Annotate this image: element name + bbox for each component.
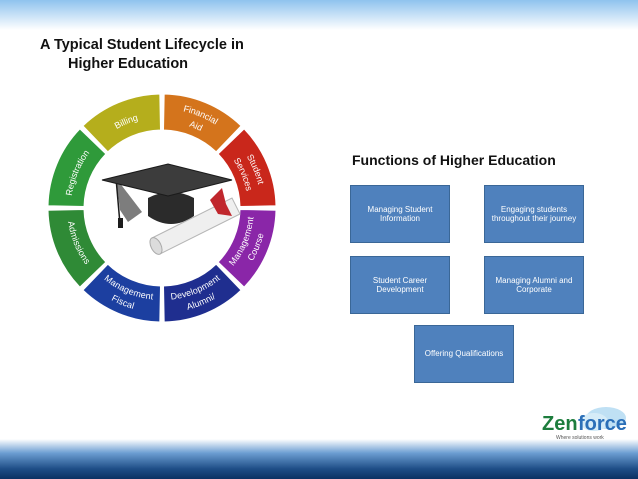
svg-text:Zen: Zen <box>542 413 578 435</box>
top-gradient-band <box>0 0 638 30</box>
svg-text:force: force <box>578 413 627 435</box>
lifecycle-segment-label: Aid <box>188 119 204 133</box>
zenforce-logo: Zen force Where solutions work <box>542 407 627 441</box>
function-box-label: Student Career Development <box>372 275 428 295</box>
lifecycle-segment <box>162 263 242 323</box>
function-box-label: Engaging students throughout their journ… <box>491 204 577 224</box>
function-box-managing-alumni-and-corporate: Managing Alumni and Corporate <box>484 256 584 314</box>
svg-text:Where solutions work: Where solutions work <box>556 435 604 441</box>
lifecycle-segment <box>82 263 162 323</box>
bottom-gradient-band <box>0 439 638 479</box>
function-box-label: Offering Qualifications <box>424 349 504 359</box>
function-box-offering-qualifications: Offering Qualifications <box>414 325 514 383</box>
lifecycle-segment <box>47 128 107 208</box>
lifecycle-segment <box>47 208 107 288</box>
function-box-student-career-development: Student Career Development <box>350 256 450 314</box>
functions-title: Functions of Higher Education <box>352 152 556 168</box>
lifecycle-segment <box>217 208 277 288</box>
function-box-label: Managing Student Information <box>367 204 433 224</box>
lifecycle-segment <box>217 128 277 208</box>
slide-title: A Typical Student Lifecycle in Higher Ed… <box>40 36 244 74</box>
function-box-engaging-students: Engaging students throughout their journ… <box>484 185 584 243</box>
function-box-label: Managing Alumni and Corporate <box>495 275 573 295</box>
graduation-cap-icon <box>101 163 233 228</box>
student-lifecycle-wheel: FinancialAidStudentServicesCourseManagem… <box>47 93 277 323</box>
slide-title-line1: A Typical Student Lifecycle in <box>40 37 244 53</box>
diploma-scroll-icon <box>149 188 241 255</box>
function-box-managing-student-information: Managing Student Information <box>350 185 450 243</box>
slide-title-line2: Higher Education <box>68 56 189 72</box>
lifecycle-segment <box>162 93 242 153</box>
lifecycle-segment <box>82 93 162 153</box>
